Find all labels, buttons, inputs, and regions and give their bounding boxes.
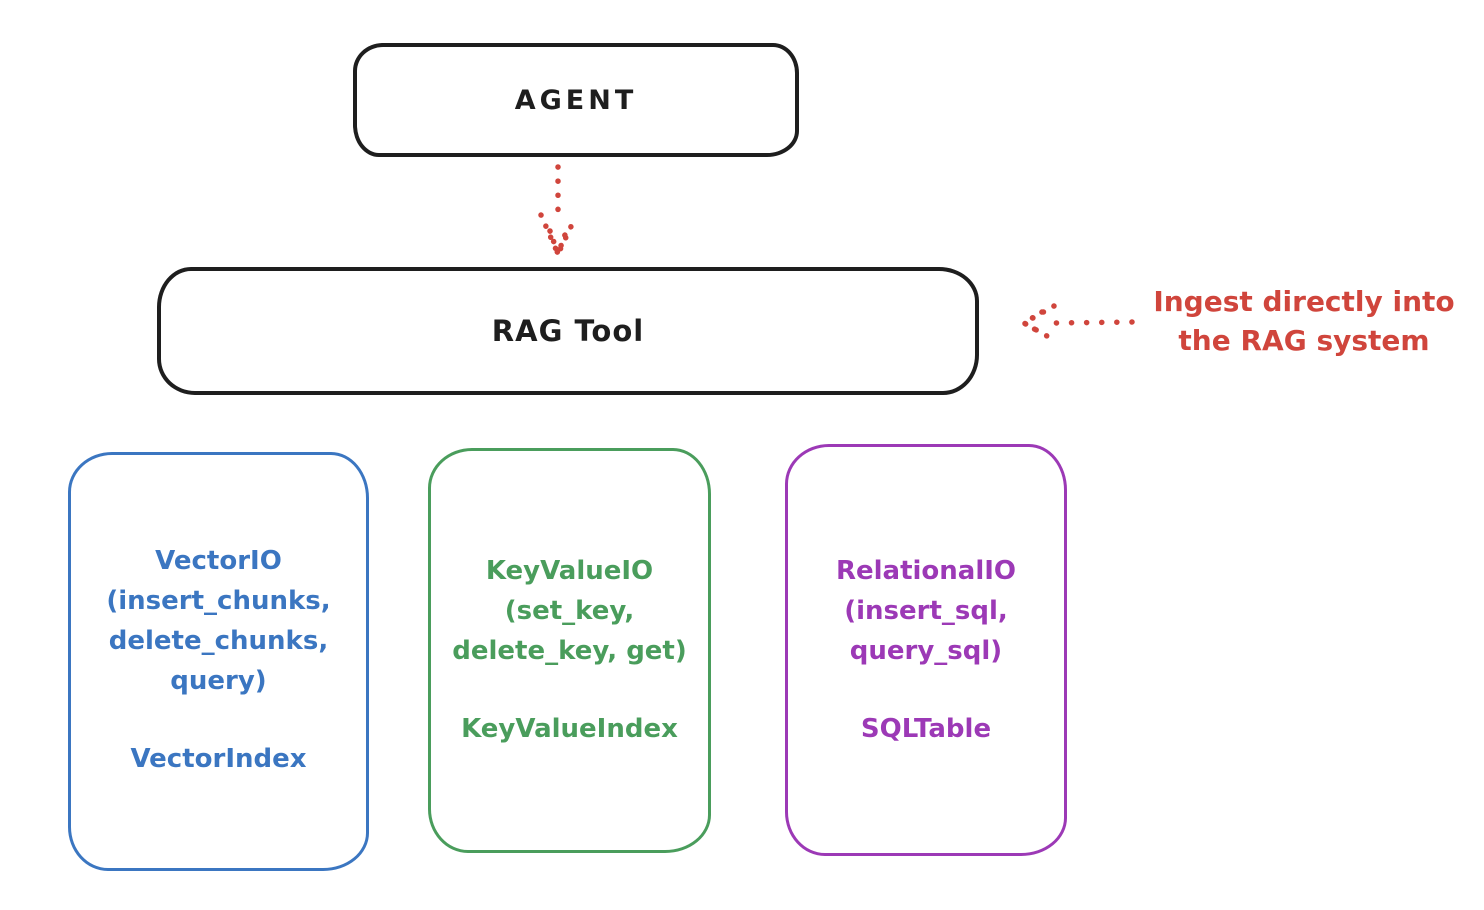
sql-table-label: SQLTable [860,714,992,744]
vector-index-label: VectorIndex [130,744,307,774]
relational-io-methods-line2: query_sql) [849,636,1003,666]
vector-io-methods-line1: (insert_chunks, [106,586,331,616]
vector-io-methods-line2: delete_chunks, [108,626,329,656]
vector-io-node[interactable]: VectorIO (insert_chunks, delete_chunks, … [68,452,369,871]
agent-label: AGENT [514,84,638,116]
keyvalue-index-label: KeyValueIndex [461,714,678,744]
keyvalue-io-title: KeyValueIO [485,556,654,586]
vector-io-methods-line3: query) [170,666,267,696]
relational-io-title: RelationalIO [835,556,1017,586]
keyvalue-io-methods-line1: (set_key, [504,596,635,626]
ingest-annotation-line2: the RAG system [1178,324,1430,357]
relational-io-methods-line1: (insert_sql, [844,596,1008,626]
agent-node[interactable]: AGENT [353,43,799,157]
keyvalue-io-methods-line2: delete_key, get) [452,636,687,666]
rag-tool-label: RAG Tool [491,314,645,348]
left-arrow-icon [1021,303,1135,343]
keyvalue-io-node[interactable]: KeyValueIO (set_key, delete_key, get) Ke… [428,448,711,853]
rag-tool-node[interactable]: RAG Tool [157,267,979,395]
ingest-annotation: Ingest directly into the RAG system [1128,282,1480,360]
relational-io-node[interactable]: RelationalIO (insert_sql, query_sql) SQL… [785,444,1067,856]
vector-io-title: VectorIO [155,546,282,576]
down-arrow-icon [538,164,579,257]
ingest-annotation-line1: Ingest directly into [1153,285,1455,318]
